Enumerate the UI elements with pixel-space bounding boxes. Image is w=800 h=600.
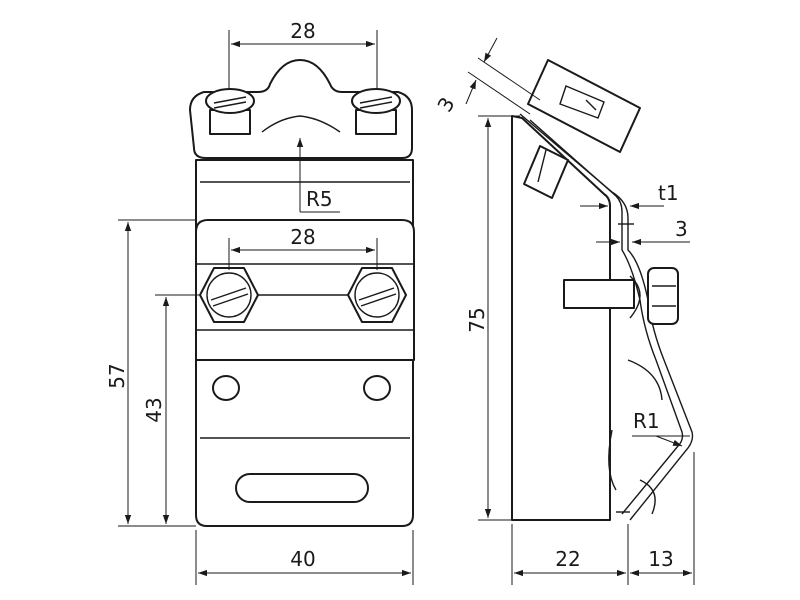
dim-label-total-height: 75 [465,307,489,332]
dim-label-thickness-side: 3 [675,217,688,241]
top-right-screw [351,88,401,135]
top-left-screw [205,88,255,135]
left-hex-bolt [199,267,259,323]
right-hex-bolt [347,267,407,323]
dim-label-width-bottom: 40 [290,547,315,571]
dim-label-thickness-t1: t1 [658,181,679,205]
slot [235,473,369,503]
middle-plate [195,219,415,361]
front-view [189,59,415,527]
dim-label-radius-top: R5 [306,187,333,211]
side-profile-plate [511,115,611,521]
side-top-screw [523,59,641,199]
dim-label-bolt-spacing: 28 [290,225,315,249]
dim-label-radius-bend: R1 [633,409,660,433]
dim-label-top-width: 28 [290,19,315,43]
dim-label-height-inner: 43 [142,397,166,422]
right-mount-hole [363,375,391,401]
dim-label-depth-right: 13 [648,547,673,571]
side-bolt [563,267,679,325]
side-view [511,59,694,521]
front-dimensions: 28 R5 28 57 43 40 [105,19,414,585]
dim-label-depth-left: 22 [555,547,580,571]
dim-label-height-outer: 57 [105,363,129,388]
dim-label-thickness-top: 3 [432,93,459,116]
side-dimensions: 3 75 t1 3 R1 22 13 [432,37,695,585]
left-mount-hole [212,375,240,401]
